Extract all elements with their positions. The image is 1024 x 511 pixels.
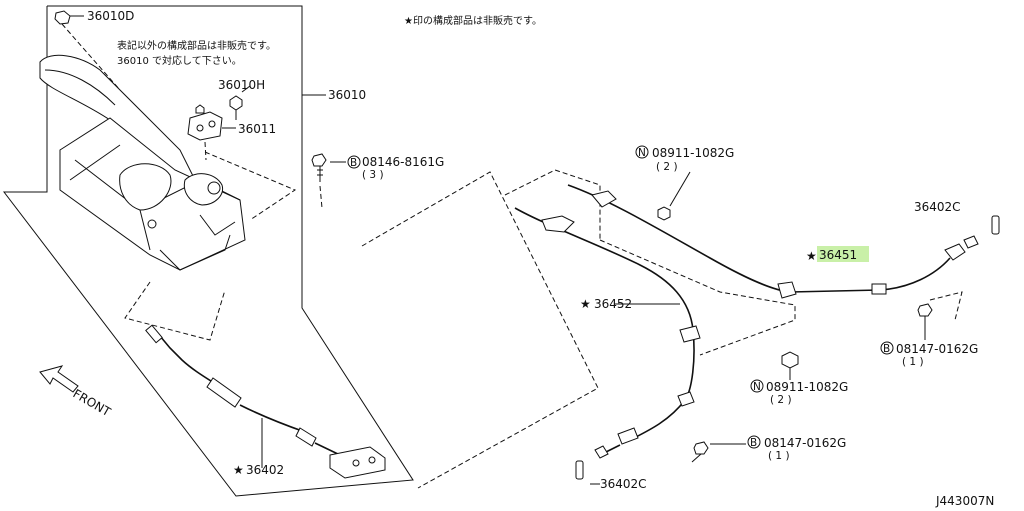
bolt-08146 [311, 153, 346, 209]
part-label-08146: 08146-8161G [362, 155, 444, 169]
nut-symbol-n2 [750, 379, 764, 393]
part-label-36402c-top: 36402C [914, 200, 961, 214]
front-arrow-icon [39, 365, 79, 393]
inset-note-line2: 36010 で対応して下さい。 [117, 54, 242, 67]
part-label-36451: 36451 [819, 248, 857, 262]
nut-symbol-n1-letter: N [638, 147, 646, 159]
rear-cable-36451 [567, 184, 979, 299]
front-cable-36402 [145, 324, 386, 479]
part-label-08147-right: 08147-0162G [896, 342, 978, 356]
bolt-08147-bottom [691, 441, 746, 463]
part-label-36402: 36402 [246, 463, 284, 477]
part-qty-08146: ( 3 ) [362, 169, 384, 181]
pin-36402c-bottom [575, 460, 600, 485]
part-qty-08911-bottom: ( 2 ) [770, 394, 792, 406]
parking-brake-lever [39, 54, 246, 271]
front-label: FRONT [71, 386, 114, 419]
bolt-symbol-b2-letter: B [883, 343, 890, 355]
star-36451: ★ [806, 249, 817, 263]
part-label-36011: 36011 [238, 122, 276, 136]
nut-08911-bottom [781, 351, 799, 380]
diagram-id: J443007N [935, 494, 994, 508]
part-36451-highlight [817, 246, 869, 262]
part-label-36402c-bottom: 36402C [600, 477, 647, 491]
bolt-symbol-b2 [880, 341, 894, 355]
bolt-symbol-b3-letter: B [750, 437, 757, 449]
part-qty-08147-bottom: ( 1 ) [768, 450, 790, 462]
bracket-36011 [187, 104, 236, 161]
clip-36010d [54, 10, 121, 91]
part-label-36010h: 36010H [218, 78, 265, 92]
part-qty-08911-top: ( 2 ) [656, 161, 678, 173]
part-label-36452: 36452 [594, 297, 632, 311]
inset-note-line1: 表記以外の構成部品は非販売です。 [117, 39, 276, 52]
header-note: ★印の構成部品は非販売です。 [404, 14, 542, 27]
bolt-08147-right [917, 291, 963, 340]
nut-08911-top [657, 171, 691, 221]
part-label-08147-bottom: 08147-0162G [764, 436, 846, 450]
part-label-36010d: 36010D [87, 9, 134, 23]
bolt-symbol-b1-letter: B [350, 157, 357, 169]
bolt-symbol-b1 [347, 155, 361, 169]
part-label-08911-bottom: 08911-1082G [766, 380, 848, 394]
lever-assembly-outline [2, 5, 414, 497]
bolt-36010h [229, 85, 251, 120]
part-label-08911-top: 08911-1082G [652, 146, 734, 160]
rear-cable-36452 [514, 207, 701, 459]
nut-symbol-n2-letter: N [753, 381, 761, 393]
part-qty-08147-right: ( 1 ) [902, 356, 924, 368]
part-label-36010: 36010 [328, 88, 366, 102]
bolt-symbol-b3 [747, 435, 761, 449]
pin-36402c-top [991, 215, 1000, 235]
star-36402: ★ [233, 463, 244, 477]
nut-symbol-n1 [635, 145, 649, 159]
star-36452: ★ [580, 297, 591, 311]
